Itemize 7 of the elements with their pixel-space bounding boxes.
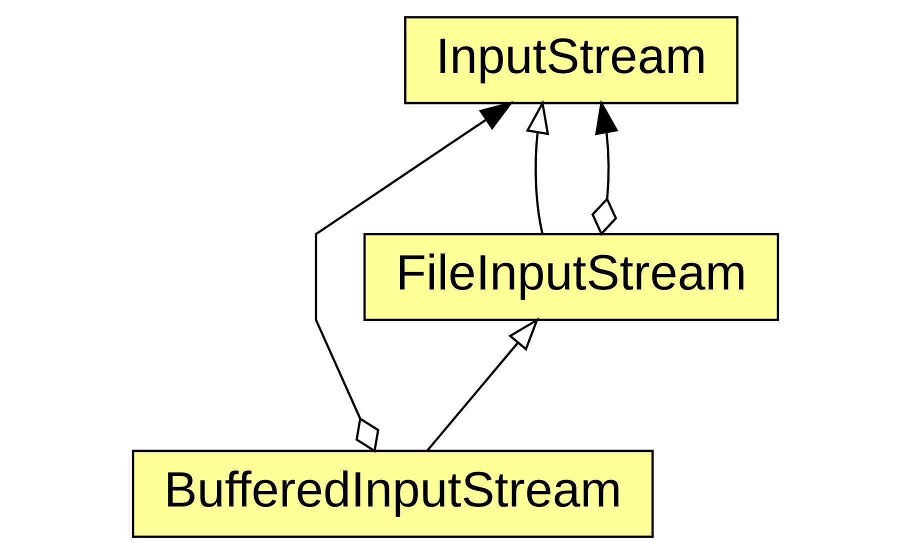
node-box: FileInputStream: [363, 232, 780, 322]
arrow: [314, 101, 514, 453]
node-box: BufferedInputStream: [132, 450, 654, 538]
arrow: [426, 317, 540, 452]
node-box: InputStream: [404, 16, 738, 104]
arrow: [591, 100, 618, 236]
arrow: [526, 100, 550, 234]
